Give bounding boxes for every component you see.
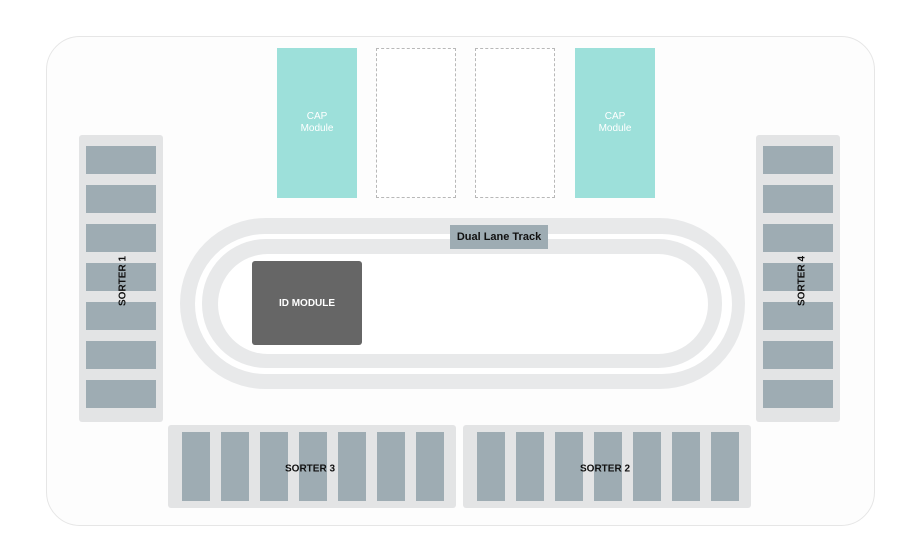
sorter-3-slot (377, 432, 405, 501)
sorter-3[interactable]: SORTER 3 (168, 425, 456, 508)
sorter-1-slot (86, 380, 156, 408)
sorter-2-slot (672, 432, 700, 501)
sorter-1-slot (86, 302, 156, 330)
sorter-4-slot (763, 302, 833, 330)
empty-module-slot-1[interactable] (376, 48, 456, 198)
sorter-1-slot (86, 146, 156, 174)
sorter-3-slot (299, 432, 327, 501)
sorter-2[interactable]: SORTER 2 (463, 425, 751, 508)
sorter-2-slot (555, 432, 583, 501)
sorter-2-slot (477, 432, 505, 501)
sorter-2-slot (711, 432, 739, 501)
sorter-1-slot (86, 224, 156, 252)
sorter-4-slot (763, 224, 833, 252)
sorter-2-slot (516, 432, 544, 501)
sorter-1-slot (86, 263, 156, 291)
sorter-3-slot (182, 432, 210, 501)
sorter-1-slot (86, 341, 156, 369)
sorter-4-slot (763, 380, 833, 408)
sorter-1[interactable]: SORTER 1 (79, 135, 163, 422)
sorter-1-label: SORTER 1 (117, 255, 129, 307)
sorter-4-slot (763, 341, 833, 369)
sorter-3-slot (338, 432, 366, 501)
empty-module-slot-2[interactable] (475, 48, 555, 198)
cap-module-left[interactable]: CAP Module (277, 48, 357, 198)
sorter-2-slot (633, 432, 661, 501)
cap-module-right[interactable]: CAP Module (575, 48, 655, 198)
sorter-4[interactable]: SORTER 4 (756, 135, 840, 422)
sorter-4-slot (763, 263, 833, 291)
sorter-4-slot (763, 185, 833, 213)
sorter-3-label: SORTER 3 (284, 463, 336, 475)
sorter-3-slot (416, 432, 444, 501)
id-module[interactable]: ID MODULE (252, 261, 362, 345)
sorter-1-slot (86, 185, 156, 213)
dual-lane-track-label: Dual Lane Track (450, 225, 548, 249)
sorter-4-slot (763, 146, 833, 174)
sorter-3-slot (221, 432, 249, 501)
sorter-2-slot (594, 432, 622, 501)
sorter-4-label: SORTER 4 (796, 255, 808, 307)
sorter-3-slot (260, 432, 288, 501)
sorter-2-label: SORTER 2 (579, 463, 631, 475)
